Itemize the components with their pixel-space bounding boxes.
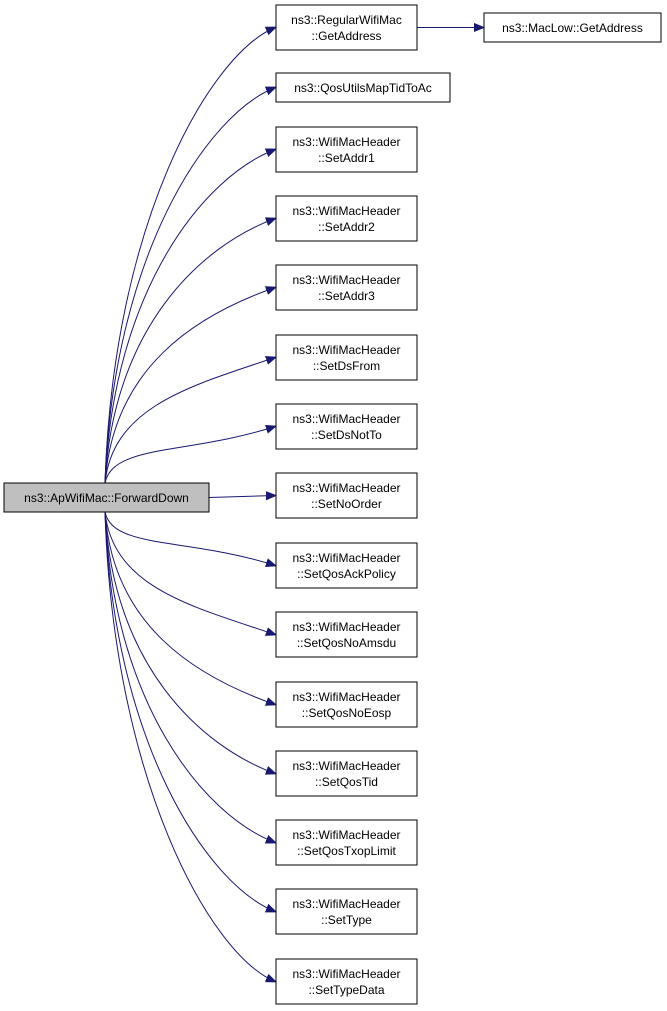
edge-to-wifi-mac-header-set-ds-not-to <box>104 427 275 484</box>
node-wifi-mac-header-set-qos-no-eosp[interactable]: ns3::WifiMacHeader::SetQosNoEosp <box>275 681 418 728</box>
node-wifi-mac-header-set-addr1-box <box>275 126 418 173</box>
node-wifi-mac-header-set-ds-from-label-line: ns3::WifiMacHeader <box>292 343 400 357</box>
edge-to-wifi-mac-header-set-qos-ack-policy <box>104 511 275 566</box>
node-mac-low-get-address-label-line: ns3::MacLow::GetAddress <box>502 21 643 35</box>
node-wifi-mac-header-set-qos-no-amsdu[interactable]: ns3::WifiMacHeader::SetQosNoAmsdu <box>275 611 418 658</box>
node-wifi-mac-header-set-addr1[interactable]: ns3::WifiMacHeader::SetAddr1 <box>275 126 418 173</box>
edge-to-wifi-mac-header-set-qos-no-eosp <box>104 511 275 705</box>
node-apwifimac-forwarddown[interactable]: ns3::ApWifiMac::ForwardDown <box>3 482 210 513</box>
node-wifi-mac-header-set-ds-from-label-line: ::SetDsFrom <box>313 359 380 373</box>
node-wifi-mac-header-set-addr1-label-line: ::SetAddr1 <box>318 151 375 165</box>
edge-to-wifi-mac-header-set-ds-from <box>104 358 275 484</box>
edge-to-wifi-mac-header-set-qos-tid <box>104 511 275 774</box>
node-wifi-mac-header-set-addr1-label-line: ns3::WifiMacHeader <box>292 135 400 149</box>
node-wifi-mac-header-set-qos-no-amsdu-label-line: ::SetQosNoAmsdu <box>297 636 396 650</box>
nodes-layer: ns3::ApWifiMac::ForwardDown ns3::RegularW… <box>3 4 662 1005</box>
node-wifi-mac-header-set-qos-no-amsdu-box <box>275 611 418 658</box>
node-mac-low-get-address-box <box>483 12 662 43</box>
node-wifi-mac-header-set-no-order-box <box>275 472 418 519</box>
node-qos-utils-map-tid-to-ac[interactable]: ns3::QosUtilsMapTidToAc <box>275 72 451 103</box>
node-mac-low-get-address[interactable]: ns3::MacLow::GetAddress <box>483 12 662 43</box>
edge-to-wifi-mac-header-set-qos-no-amsdu <box>104 511 275 635</box>
node-wifi-mac-header-set-qos-txop-limit-label-line: ns3::WifiMacHeader <box>292 828 400 842</box>
edge-to-wifi-mac-header-set-addr3 <box>104 288 275 484</box>
node-wifi-mac-header-set-ds-not-to-box <box>275 403 418 450</box>
node-qos-utils-map-tid-to-ac-box <box>275 72 451 103</box>
node-regular-wifi-mac-get-address-label-line: ns3::RegularWifiMac <box>291 13 402 27</box>
edge-to-wifi-mac-header-set-addr2 <box>104 219 275 484</box>
node-apwifimac-forwarddown-label-line: ns3::ApWifiMac::ForwardDown <box>24 491 189 505</box>
edges-layer <box>104 28 483 982</box>
node-wifi-mac-header-set-ds-not-to[interactable]: ns3::WifiMacHeader::SetDsNotTo <box>275 403 418 450</box>
node-wifi-mac-header-set-addr2[interactable]: ns3::WifiMacHeader::SetAddr2 <box>275 195 418 242</box>
node-wifi-mac-header-set-addr3[interactable]: ns3::WifiMacHeader::SetAddr3 <box>275 264 418 311</box>
node-wifi-mac-header-set-type-label-line: ::SetType <box>321 913 372 927</box>
node-qos-utils-map-tid-to-ac-label-line: ns3::QosUtilsMapTidToAc <box>294 81 432 95</box>
node-wifi-mac-header-set-type-data-box <box>275 958 418 1005</box>
node-wifi-mac-header-set-qos-ack-policy-label-line: ns3::WifiMacHeader <box>292 551 400 565</box>
node-wifi-mac-header-set-no-order[interactable]: ns3::WifiMacHeader::SetNoOrder <box>275 472 418 519</box>
node-wifi-mac-header-set-addr2-label-line: ::SetAddr2 <box>318 220 375 234</box>
node-wifi-mac-header-set-qos-tid[interactable]: ns3::WifiMacHeader::SetQosTid <box>275 750 418 797</box>
node-wifi-mac-header-set-ds-from[interactable]: ns3::WifiMacHeader::SetDsFrom <box>275 334 418 381</box>
node-wifi-mac-header-set-qos-tid-label-line: ns3::WifiMacHeader <box>292 759 400 773</box>
node-wifi-mac-header-set-qos-tid-box <box>275 750 418 797</box>
edge-to-regular-wifi-mac-get-address <box>104 28 275 484</box>
node-wifi-mac-header-set-type[interactable]: ns3::WifiMacHeader::SetType <box>275 888 418 935</box>
node-regular-wifi-mac-get-address-label-line: ::GetAddress <box>311 29 381 43</box>
node-wifi-mac-header-set-qos-txop-limit-label-line: ::SetQosTxopLimit <box>297 844 396 858</box>
node-wifi-mac-header-set-ds-from-box <box>275 334 418 381</box>
node-regular-wifi-mac-get-address-box <box>275 4 418 51</box>
node-regular-wifi-mac-get-address[interactable]: ns3::RegularWifiMac::GetAddress <box>275 4 418 51</box>
node-apwifimac-forwarddown-box <box>3 482 210 513</box>
node-wifi-mac-header-set-qos-tid-label-line: ::SetQosTid <box>315 775 378 789</box>
node-wifi-mac-header-set-qos-txop-limit-box <box>275 819 418 866</box>
node-wifi-mac-header-set-type-data[interactable]: ns3::WifiMacHeader::SetTypeData <box>275 958 418 1005</box>
node-wifi-mac-header-set-addr3-box <box>275 264 418 311</box>
node-wifi-mac-header-set-qos-no-eosp-label-line: ::SetQosNoEosp <box>302 706 392 720</box>
node-wifi-mac-header-set-type-label-line: ns3::WifiMacHeader <box>292 897 400 911</box>
node-wifi-mac-header-set-type-data-label-line: ::SetTypeData <box>308 983 384 997</box>
node-wifi-mac-header-set-ds-not-to-label-line: ns3::WifiMacHeader <box>292 412 400 426</box>
node-wifi-mac-header-set-qos-no-eosp-box <box>275 681 418 728</box>
node-wifi-mac-header-set-no-order-label-line: ::SetNoOrder <box>311 497 382 511</box>
edge-to-wifi-mac-header-set-qos-txop-limit <box>104 511 275 843</box>
node-wifi-mac-header-set-addr2-box <box>275 195 418 242</box>
node-wifi-mac-header-set-type-data-label-line: ns3::WifiMacHeader <box>292 967 400 981</box>
node-wifi-mac-header-set-qos-no-amsdu-label-line: ns3::WifiMacHeader <box>292 620 400 634</box>
node-wifi-mac-header-set-qos-no-eosp-label-line: ns3::WifiMacHeader <box>292 690 400 704</box>
node-wifi-mac-header-set-addr3-label-line: ns3::WifiMacHeader <box>292 273 400 287</box>
node-wifi-mac-header-set-qos-ack-policy-box <box>275 542 418 589</box>
edge-to-wifi-mac-header-set-type-data <box>104 511 275 982</box>
node-wifi-mac-header-set-no-order-label-line: ns3::WifiMacHeader <box>292 481 400 495</box>
edge-to-qos-utils-map-tid-to-ac <box>104 88 275 484</box>
node-wifi-mac-header-set-addr2-label-line: ns3::WifiMacHeader <box>292 204 400 218</box>
node-wifi-mac-header-set-addr3-label-line: ::SetAddr3 <box>318 289 375 303</box>
node-wifi-mac-header-set-qos-ack-policy-label-line: ::SetQosAckPolicy <box>297 567 396 581</box>
node-wifi-mac-header-set-type-box <box>275 888 418 935</box>
node-wifi-mac-header-set-ds-not-to-label-line: ::SetDsNotTo <box>311 428 382 442</box>
node-wifi-mac-header-set-qos-txop-limit[interactable]: ns3::WifiMacHeader::SetQosTxopLimit <box>275 819 418 866</box>
node-wifi-mac-header-set-qos-ack-policy[interactable]: ns3::WifiMacHeader::SetQosAckPolicy <box>275 542 418 589</box>
edge-to-wifi-mac-header-set-addr1 <box>104 150 275 484</box>
edge-to-wifi-mac-header-set-no-order <box>208 496 275 498</box>
edge-to-wifi-mac-header-set-type <box>104 511 275 912</box>
